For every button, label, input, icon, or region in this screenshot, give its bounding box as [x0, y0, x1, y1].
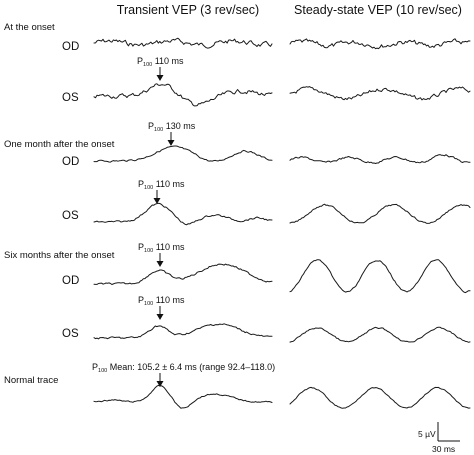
scale-time-label: 30 ms [432, 444, 455, 454]
trace-transient-onset-od [93, 37, 273, 49]
p100-arrow [153, 190, 161, 204]
section-title-one-month: One month after the onset [4, 139, 115, 150]
trace-steady-normal [289, 386, 471, 409]
trace-steady-6m-os [289, 326, 471, 343]
p100-arrow [156, 67, 164, 81]
p100-annotation: P100 110 ms [138, 179, 185, 191]
scale-bar: 5 µV 30 ms [418, 422, 460, 454]
eye-label-od: OD [62, 41, 79, 53]
trace-steady-onset-os [289, 86, 471, 101]
trace-steady-6m-od [289, 259, 471, 294]
svg-text:P100 110 ms: P100 110 ms [137, 56, 184, 68]
eye-label-os: OS [62, 210, 79, 222]
svg-text:P100 Mean: 105.2 ± 6.4 ms (ran: P100 Mean: 105.2 ± 6.4 ms (range 92.4–11… [92, 362, 275, 374]
svg-text:P100 130 ms: P100 130 ms [148, 121, 196, 133]
section-title-normal: Normal trace [4, 375, 58, 386]
vep-traces [93, 37, 471, 409]
p100-arrow [156, 253, 164, 267]
p100-annotation: P100 110 ms [138, 295, 185, 307]
trace-transient-onset-os [93, 83, 273, 107]
steady-state-vep-title: Steady-state VEP (10 rev/sec) [294, 3, 462, 17]
transient-vep-title: Transient VEP (3 rev/sec) [117, 3, 259, 17]
trace-steady-1m-od [289, 154, 471, 164]
p100-annotation: P100 110 ms [138, 242, 185, 254]
trace-transient-6m-os [93, 323, 273, 340]
trace-steady-onset-od [289, 38, 471, 50]
eye-label-os: OS [62, 92, 79, 104]
section-title-onset: At the onset [4, 22, 55, 33]
svg-text:P100 110 ms: P100 110 ms [138, 242, 185, 254]
svg-text:P100 110 ms: P100 110 ms [138, 295, 185, 307]
scale-voltage-label: 5 µV [418, 429, 436, 439]
trace-transient-1m-od [93, 145, 273, 163]
p100-annotation: P100 Mean: 105.2 ± 6.4 ms (range 92.4–11… [92, 362, 275, 374]
trace-transient-normal [93, 384, 273, 409]
p100-annotation: P100 110 ms [137, 56, 184, 68]
trace-transient-1m-os [93, 202, 273, 226]
p100-arrow [167, 132, 175, 146]
p100-annotation: P100 130 ms [148, 121, 196, 133]
eye-label-od: OD [62, 156, 79, 168]
p100-arrow [156, 373, 164, 387]
svg-text:P100 110 ms: P100 110 ms [138, 179, 185, 191]
p100-arrow [156, 306, 164, 320]
trace-steady-1m-os [289, 203, 471, 224]
section-title-six-months: Six months after the onset [4, 250, 115, 261]
trace-transient-6m-od [93, 263, 273, 285]
eye-label-os: OS [62, 328, 79, 340]
eye-label-od: OD [62, 275, 79, 287]
